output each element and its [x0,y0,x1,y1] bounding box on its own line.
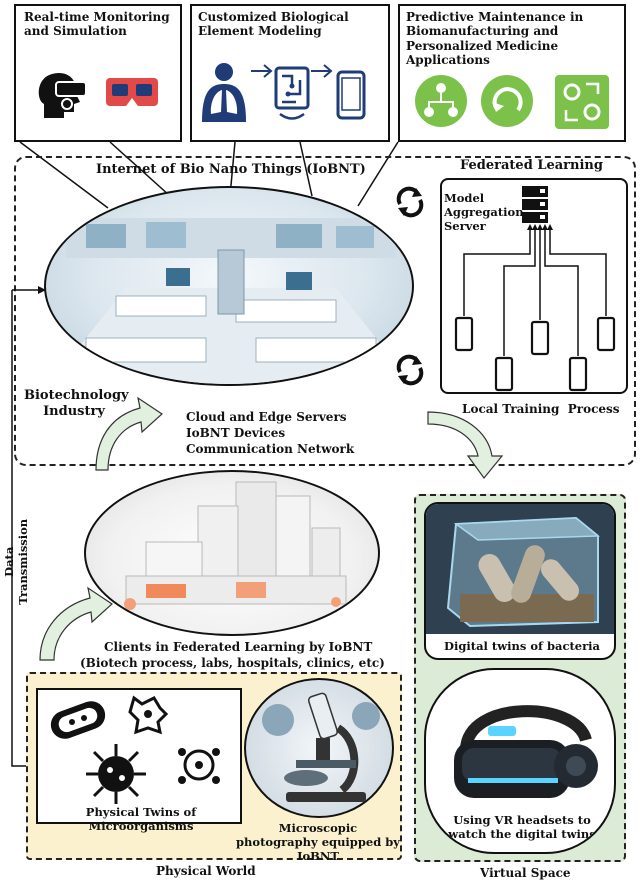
city-illustration [124,481,347,610]
cloud-line-3: Communication Network [186,442,355,456]
vr-headset-image [454,705,598,798]
smart-lab-image [44,186,414,386]
arrow-right-icon [311,64,333,78]
microorganisms-caption: Physical Twins of Microorganisms [85,805,197,833]
microscope-image [244,678,394,818]
server-rack-icon [522,186,548,223]
modeling-title: Customized Biological Element Modeling [198,10,349,39]
monitoring-box: Real-time Monitoring and Simulation [14,4,182,142]
federated-topology [454,186,616,392]
federated-title: Federated Learning [460,158,603,173]
bacteria-cube-image [426,504,614,634]
sync-icon [396,186,424,218]
federated-box: Model Aggregation Server [440,178,628,394]
arrow-right-icon [251,64,273,78]
protozoa-icon [128,695,169,735]
physical-world-label: Physical World [156,864,256,878]
lungs-person-icon [202,63,246,122]
microscope-icon [262,692,380,802]
maintenance-title: Predictive Maintenance in Biomanufacturi… [406,10,584,68]
lab-illustration [49,218,412,384]
modeling-box: Customized Biological Element Modeling [190,4,390,142]
virtual-space-label: Virtual Space [480,866,571,880]
clients-caption-line1: Clients in Federated Learning by IoBNT [104,640,373,654]
vr-user-icon [38,72,87,118]
sync-icon [396,354,424,386]
device-icon [454,316,616,392]
data-transmission-label: Data Transmission [2,518,30,605]
cloud-line-2: IoBNT Devices [186,426,286,440]
workflow-icon [415,75,467,127]
cycle-icon [481,75,533,127]
monitoring-title: Real-time Monitoring and Simulation [24,10,170,39]
clients-caption-line2: (Biotech process, labs, hospitals, clini… [80,656,385,670]
bacteria-caption: Digital twins of bacteria [444,639,600,653]
server-label: Model Aggregation Server [444,191,524,233]
vr-caption: Using VR headsets to watch the digital t… [448,813,596,841]
gears-sync-icon [553,73,611,131]
bacteria-icon [50,701,106,739]
industry-label: Biotechnology Industry [24,388,129,419]
local-training-label: Local Training Process [462,402,620,416]
iobnt-title: Internet of Bio Nano Things (IoBNT) [96,162,366,177]
cloud-line-1: Cloud and Edge Servers [186,410,347,424]
digital-bacteria-box: Digital twins of bacteria [424,502,616,660]
maintenance-box: Predictive Maintenance in Biomanufacturi… [398,4,626,142]
smartphone-icon [336,70,366,120]
chip-circuit-icon [274,66,310,120]
microbe-icon [178,748,220,784]
virus-icon [86,744,146,804]
city-clients-image [84,470,380,636]
vr-headset-box: Using VR headsets to watch the digital t… [424,668,616,854]
microorganisms-box: Physical Twins of Microorganisms [36,688,242,833]
microscope-caption: Microscopic photography equipped by IoBN… [236,821,400,863]
vr-goggles-icon [106,78,158,106]
